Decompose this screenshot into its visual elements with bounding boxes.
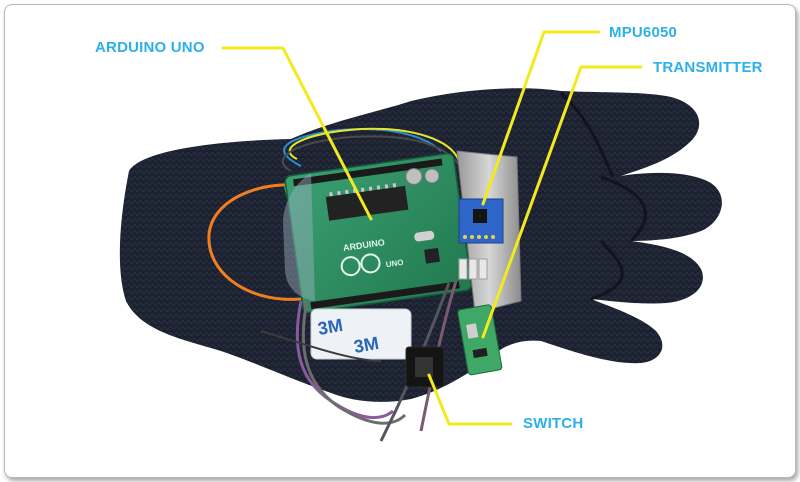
foam-tape: 3M 3M — [310, 308, 412, 360]
label-switch: SWITCH — [523, 415, 584, 432]
orange-wire — [207, 183, 314, 301]
label-arduino-uno: ARDUINO UNO — [95, 39, 205, 56]
leader-transmitter — [481, 65, 643, 339]
yellow-wire — [288, 127, 460, 162]
pin-connectors — [458, 258, 488, 280]
leader-lines — [221, 30, 643, 426]
board-model-text: UNO — [385, 258, 404, 269]
leader-switch — [427, 373, 513, 426]
leader-arduino — [221, 46, 373, 221]
transmitter-module — [457, 304, 503, 376]
mpu6050-module — [458, 198, 504, 244]
tape-logo-2: 3M — [352, 333, 380, 357]
blue-wire — [283, 128, 442, 167]
arduino-board: ARDUINO UNO — [284, 152, 473, 314]
tape-logo-1: 3M — [316, 315, 344, 339]
image-frame: ARDUINO UNO 3M 3M — [4, 4, 796, 478]
black-wire-2 — [260, 330, 382, 362]
label-mpu6050: MPU6050 — [609, 24, 678, 41]
label-transmitter: TRANSMITTER — [653, 59, 763, 76]
leader-mpu — [481, 30, 601, 206]
glove-photo: ARDUINO UNO 3M 3M — [119, 30, 722, 442]
